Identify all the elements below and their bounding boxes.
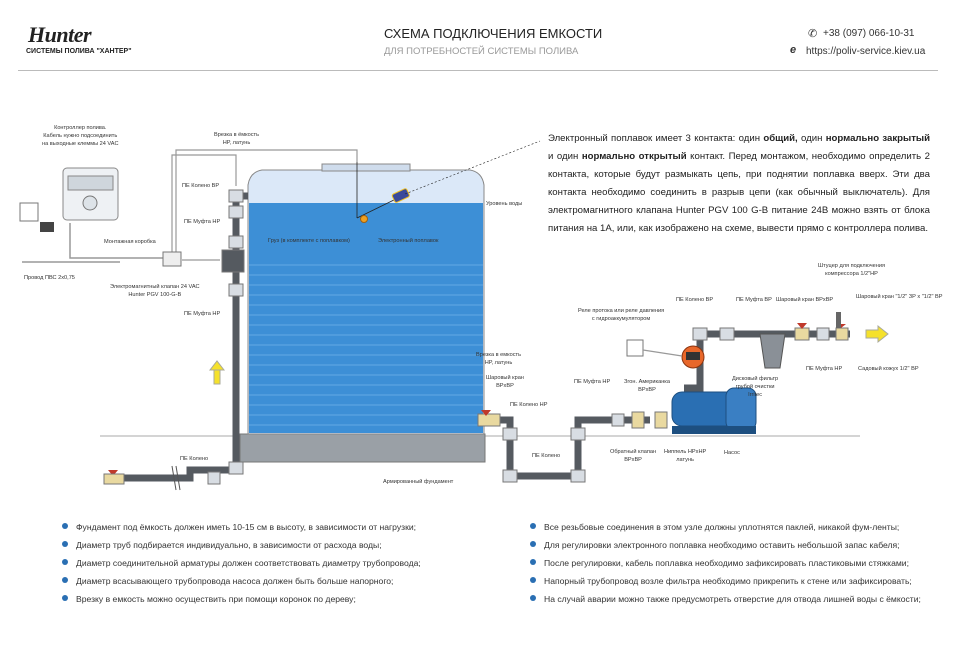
- note-item: Диаметр соединительной арматуры должен с…: [62, 558, 421, 576]
- label-elbow-bottom: ПЕ Колено: [180, 456, 209, 462]
- junction-box: [162, 251, 182, 267]
- wire-controller: [69, 223, 165, 259]
- note-item: Все резьбовые соединения в этом узле дол…: [530, 522, 921, 540]
- label-cable: Провод ПВС 2х0,75: [24, 275, 75, 281]
- label-coupling-nr-1: ПЕ Муфта НР: [184, 219, 221, 225]
- bullet-icon: [530, 577, 536, 583]
- label-controller: Контроллер полива. Кабель нужно подсоеди…: [42, 125, 119, 147]
- notes-right: Все резьбовые соединения в этом узле дол…: [530, 522, 921, 612]
- label-coupling-nr-2: ПЕ Муфта НР: [184, 311, 221, 317]
- website-link[interactable]: https://poliv-service.kiev.ua: [806, 46, 926, 57]
- label-check-valve: Обратный клапан ВРхВР: [610, 449, 657, 463]
- bullet-icon: [530, 595, 536, 601]
- notes-left: Фундамент под ёмкость должен иметь 10-15…: [62, 522, 421, 612]
- phone-icon: ✆: [808, 28, 818, 40]
- label-union: Згон. Американка ВРхВР: [624, 379, 670, 393]
- flow-arrow-up: [208, 360, 226, 385]
- page-title: СХЕМА ПОДКЛЮЧЕНИЯ ЕМКОСТИ: [384, 26, 603, 41]
- note-item: После регулировки, кабель поплавка необх…: [530, 558, 921, 576]
- inlet-ball-valve: [108, 470, 118, 476]
- label-pressure-relay: Реле протока или реле давления с гидроак…: [578, 308, 665, 322]
- header-divider: [18, 70, 938, 71]
- note-item: Фундамент под ёмкость должен иметь 10-15…: [62, 522, 421, 540]
- label-ball-valve-vr: Шаровый кран ВРхВР: [776, 297, 834, 303]
- wall-socket-pump: [626, 339, 644, 357]
- bullet-icon: [530, 559, 536, 565]
- flow-arrow-out: [865, 324, 889, 344]
- label-coupling-vr: ПЕ Муфта ВР: [736, 297, 772, 303]
- bullet-icon: [530, 541, 536, 547]
- label-tap-in: Врезка в ёмкость НР, латунь: [214, 132, 260, 146]
- float-description: Электронный поплавок имеет 3 контакта: о…: [548, 133, 930, 234]
- label-compressor-fitting: Штуцер для подключения компрессора 1/2"Н…: [818, 263, 885, 277]
- phone-number[interactable]: +38 (097) 066-10-31: [823, 28, 915, 39]
- label-ball-valve-small: Шаровый кран "1/2" ЗР х "1/2" ВР: [856, 294, 943, 300]
- bullet-icon: [62, 559, 68, 565]
- label-water-level: Уровень воды: [486, 201, 523, 207]
- tank-ribs: [249, 264, 483, 426]
- tank-lid: [321, 163, 411, 172]
- label-elbow-bottom-2: ПЕ Колено: [532, 453, 561, 459]
- header: Hunter СИСТЕМЫ ПОЛИВА "ХАНТЕР" СХЕМА ПОД…: [0, 0, 955, 72]
- label-disc-filter: Дисковый фильтр грубой очистки Irritec: [732, 376, 779, 398]
- label-coupling-nr-4: ПЕ Муфта НР: [806, 366, 843, 372]
- label-elbow-vr-top: ПЕ Колено ВР: [182, 183, 220, 189]
- label-elbow-nr: ПЕ Колено НР: [510, 402, 548, 408]
- label-foundation: Армированный фундамент: [383, 479, 454, 485]
- electronic-float: [391, 188, 410, 203]
- label-coupling-nr-3: ПЕ Муфта НР: [574, 379, 611, 385]
- note-item: Врезку в емкость можно осуществить при п…: [62, 594, 421, 612]
- disc-filter: [759, 333, 786, 369]
- label-junction-box: Монтажная коробка: [104, 239, 156, 245]
- label-nipple: Ниппель НРхНР латунь: [664, 449, 707, 463]
- weight: [360, 215, 368, 223]
- power-supply: [40, 222, 54, 232]
- inlet-fittings: [207, 189, 245, 485]
- label-float: Электронный поплавок: [378, 238, 439, 244]
- bullet-icon: [530, 523, 536, 529]
- outlet-fittings: [477, 327, 849, 483]
- label-valve: Электромагнитный клапан 24 VAC Hunter PG…: [110, 284, 200, 298]
- note-item: На случай аварии можно также предусмотре…: [530, 594, 921, 612]
- internet-explorer-icon: e: [790, 44, 797, 56]
- page-subtitle: ДЛЯ ПОТРЕБНОСТЕЙ СИСТЕМЫ ПОЛИВА: [384, 46, 579, 57]
- label-elbow-vr-right: ПЕ Колено ВР: [676, 297, 714, 303]
- label-weight: Груз (в комплекте с поплавком): [268, 238, 350, 244]
- label-tap-out: Врезка в емкость НР, латунь: [476, 352, 522, 366]
- float-pointer: [404, 140, 541, 195]
- brand-logo[interactable]: Hunter: [28, 22, 92, 47]
- wall-socket: [19, 202, 39, 222]
- note-item: Диаметр труб подбирается индивидуально, …: [62, 540, 421, 558]
- label-ball-valve: Шаровый кран ВРхВР: [486, 375, 524, 389]
- bullet-icon: [62, 523, 68, 529]
- foundation: [239, 433, 486, 463]
- label-drain-plug: Садовый кожух 1/2" ВР: [858, 366, 919, 372]
- bullet-icon: [62, 541, 68, 547]
- note-item: Напорный трубопровод возле фильтра необх…: [530, 576, 921, 594]
- label-pump: Насос: [724, 450, 740, 456]
- bullet-icon: [62, 595, 68, 601]
- note-item: Для регулировки электронного поплавка не…: [530, 540, 921, 558]
- note-item: Диаметр всасывающего трубопровода насоса…: [62, 576, 421, 594]
- bullet-icon: [62, 577, 68, 583]
- brand-subtitle: СИСТЕМЫ ПОЛИВА "ХАНТЕР": [26, 48, 132, 55]
